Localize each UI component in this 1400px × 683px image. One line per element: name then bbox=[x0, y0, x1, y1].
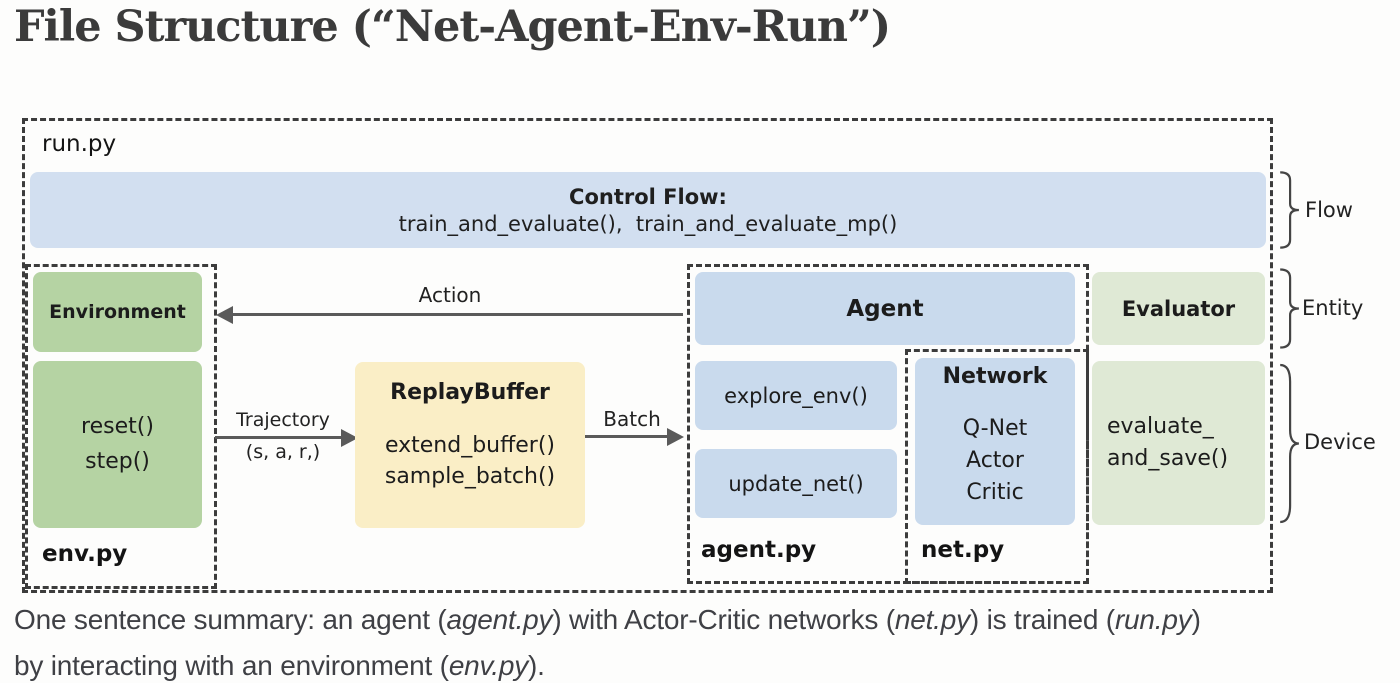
replay-buffer-title: ReplayBuffer bbox=[390, 380, 550, 405]
entity-brace-icon bbox=[1278, 267, 1300, 350]
batch-label: Batch bbox=[603, 407, 661, 431]
control-flow-title: Control Flow: bbox=[569, 184, 727, 209]
net-file-box bbox=[905, 349, 1089, 584]
trajectory-arrowhead-icon bbox=[341, 429, 358, 447]
env-file-box bbox=[25, 264, 217, 589]
evaluate-method-line1: evaluate_ bbox=[1107, 414, 1214, 440]
flow-annotation-label: Flow bbox=[1305, 198, 1353, 222]
agent-file-label: agent.py bbox=[701, 537, 817, 563]
env-methods-box: reset() step() bbox=[33, 361, 202, 528]
agent-method-explore: explore_env() bbox=[724, 383, 868, 408]
summary-segment: ). bbox=[528, 650, 545, 681]
agent-method-update: update_net() bbox=[728, 471, 864, 496]
agent-entity-box: Agent bbox=[695, 272, 1075, 345]
run-file-label: run.py bbox=[42, 131, 117, 157]
summary-text-line1: One sentence summary: an agent (agent.py… bbox=[14, 604, 1201, 636]
summary-file-agent: agent.py bbox=[446, 604, 553, 635]
network-item-critic: Critic bbox=[966, 479, 1024, 505]
summary-segment: ) with Actor-Critic networks ( bbox=[552, 604, 895, 635]
replay-method-extend: extend_buffer() bbox=[384, 433, 556, 458]
page-title: File Structure (“Net-Agent-Env-Run”) bbox=[14, 2, 891, 52]
device-brace-icon bbox=[1278, 360, 1300, 527]
evaluate-and-save-box: evaluate_ and_save() bbox=[1092, 361, 1265, 525]
action-arrowhead-icon bbox=[216, 306, 233, 324]
env-method-reset: reset() bbox=[81, 414, 154, 440]
summary-segment: by interacting with an environment ( bbox=[14, 650, 449, 681]
explore-env-box: explore_env() bbox=[695, 361, 897, 430]
action-arrow bbox=[233, 313, 683, 316]
flow-brace-icon bbox=[1278, 170, 1300, 250]
summary-file-env: env.py bbox=[448, 650, 529, 681]
env-file-label: env.py bbox=[42, 541, 128, 567]
summary-file-run: run.py bbox=[1114, 604, 1192, 635]
action-arrow-label: Action bbox=[418, 283, 482, 307]
summary-file-net: net.py bbox=[894, 604, 970, 635]
evaluate-method-line2: and_save() bbox=[1107, 446, 1229, 471]
control-flow-box: Control Flow: train_and_evaluate(), trai… bbox=[30, 172, 1266, 248]
summary-segment: One sentence summary: an agent ( bbox=[14, 604, 447, 635]
replay-buffer-box: ReplayBuffer extend_buffer() sample_batc… bbox=[355, 362, 585, 528]
summary-segment: ) bbox=[1191, 604, 1201, 635]
summary-text-line2: by interacting with an environment (env.… bbox=[14, 650, 545, 682]
trajectory-label: Trajectory bbox=[236, 409, 330, 431]
batch-arrow bbox=[585, 435, 671, 438]
agent-label: Agent bbox=[846, 295, 924, 322]
network-label: Network bbox=[942, 364, 1048, 389]
env-method-step: step() bbox=[85, 448, 150, 474]
control-flow-functions: train_and_evaluate(), train_and_evaluate… bbox=[398, 211, 898, 236]
evaluator-label: Evaluator bbox=[1121, 296, 1236, 321]
network-item-actor: Actor bbox=[966, 447, 1024, 473]
network-entity-box: Network Q-Net Actor Critic bbox=[915, 358, 1075, 525]
replay-method-sample: sample_batch() bbox=[384, 463, 556, 489]
entity-annotation-label: Entity bbox=[1302, 296, 1364, 320]
environment-label: Environment bbox=[49, 301, 186, 323]
update-net-box: update_net() bbox=[695, 449, 897, 518]
device-annotation-label: Device bbox=[1304, 430, 1376, 454]
network-item-qnet: Q-Net bbox=[962, 416, 1028, 441]
trajectory-tuple-label: (s, a, r,) bbox=[245, 441, 321, 463]
summary-segment: ) is trained ( bbox=[969, 604, 1115, 635]
net-file-label: net.py bbox=[921, 537, 1005, 563]
environment-entity-box: Environment bbox=[33, 272, 202, 352]
trajectory-arrow bbox=[215, 436, 345, 439]
run-file-box bbox=[22, 118, 1273, 593]
batch-arrowhead-icon bbox=[667, 428, 684, 446]
evaluator-entity-box: Evaluator bbox=[1092, 272, 1265, 345]
